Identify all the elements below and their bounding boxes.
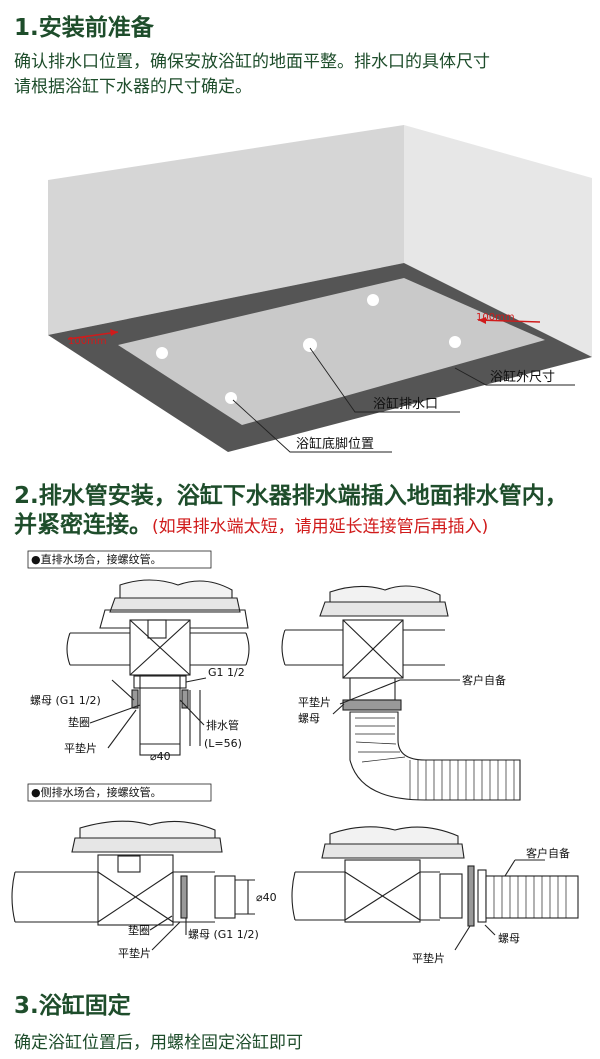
label-foot-position: 浴缸底脚位置 — [296, 436, 374, 452]
section2-title-line1: 2.排水管安装，浴缸下水器排水端插入地面排水管内， — [14, 483, 568, 509]
label-drain-outlet: 浴缸排水口 — [373, 396, 438, 412]
diag-c-flat-gasket: 平垫片 — [118, 946, 151, 960]
diag-c-diameter: ⌀40 — [256, 891, 277, 904]
dim-right-label: 100mm — [476, 312, 515, 323]
diag-c-caption: ●侧排水场合，接螺纹管。 — [31, 785, 162, 799]
label-outer-size: 浴缸外尺寸 — [490, 369, 555, 385]
foot-hole-1 — [156, 347, 168, 359]
diag-b-nut: 螺母 — [298, 712, 320, 725]
diag-d-nut: 螺母 — [498, 932, 520, 945]
diag-a-pipe: 排水管 — [206, 718, 239, 732]
diag-a-flat-gasket: 平垫片 — [64, 741, 97, 755]
foot-hole-2 — [367, 294, 379, 306]
diag-a-g-label: G1 1/2 — [208, 666, 245, 679]
drain-hole — [303, 338, 317, 352]
diag-c-nut: 螺母 (G1 1/2) — [188, 928, 259, 941]
section1-text-line1: 确认排水口位置，确保安放浴缸的地面平整。排水口的具体尺寸 — [14, 52, 490, 72]
section2-note: (如果排水端太短，请用延长连接管后再插入) — [152, 517, 489, 537]
section2-title-line2: 并紧密连接。 — [14, 512, 152, 538]
bathtub-outline — [118, 278, 545, 425]
diag-d-customer: 客户自备 — [526, 846, 570, 860]
diag-c-gasket: 垫圈 — [128, 923, 150, 937]
dim-left-label: 100mm — [68, 336, 107, 347]
right-wall — [404, 125, 592, 357]
room-illustration: 100mm 100mm 浴缸外尺寸 浴缸排水口 浴缸底脚位置 — [48, 125, 592, 453]
diag-a-caption: ●直排水场合，接螺纹管。 — [31, 552, 162, 566]
section3-text: 确定浴缸位置后，用螺栓固定浴缸即可 — [14, 1033, 303, 1053]
section1-text-line2: 请根据浴缸下水器的尺寸确定。 — [14, 77, 252, 97]
section3-title: 3.浴缸固定 — [14, 993, 131, 1019]
diag-a-nut: 螺母 (G1 1/2) — [30, 694, 101, 707]
back-wall — [48, 125, 404, 335]
section1-title: 1.安装前准备 — [14, 15, 154, 41]
diag-a-gasket: 垫圈 — [68, 715, 90, 729]
diag-b-flat-gasket: 平垫片 — [298, 695, 331, 709]
diag-b-customer: 客户自备 — [462, 673, 506, 687]
diag-a-length: (L=56) — [204, 737, 242, 750]
install-diagrams: ●直排水场合，接螺纹管。 G1 1/2 螺母 (G1 1/2) 垫圈 平垫片 排… — [11, 550, 579, 965]
foot-hole-3 — [449, 336, 461, 348]
section2-title-line2-wrap: 并紧密连接。(如果排水端太短，请用延长连接管后再插入) — [14, 511, 488, 541]
diag-a-diameter: ⌀40 — [150, 750, 171, 763]
diag-d-flat-gasket: 平垫片 — [412, 951, 445, 965]
